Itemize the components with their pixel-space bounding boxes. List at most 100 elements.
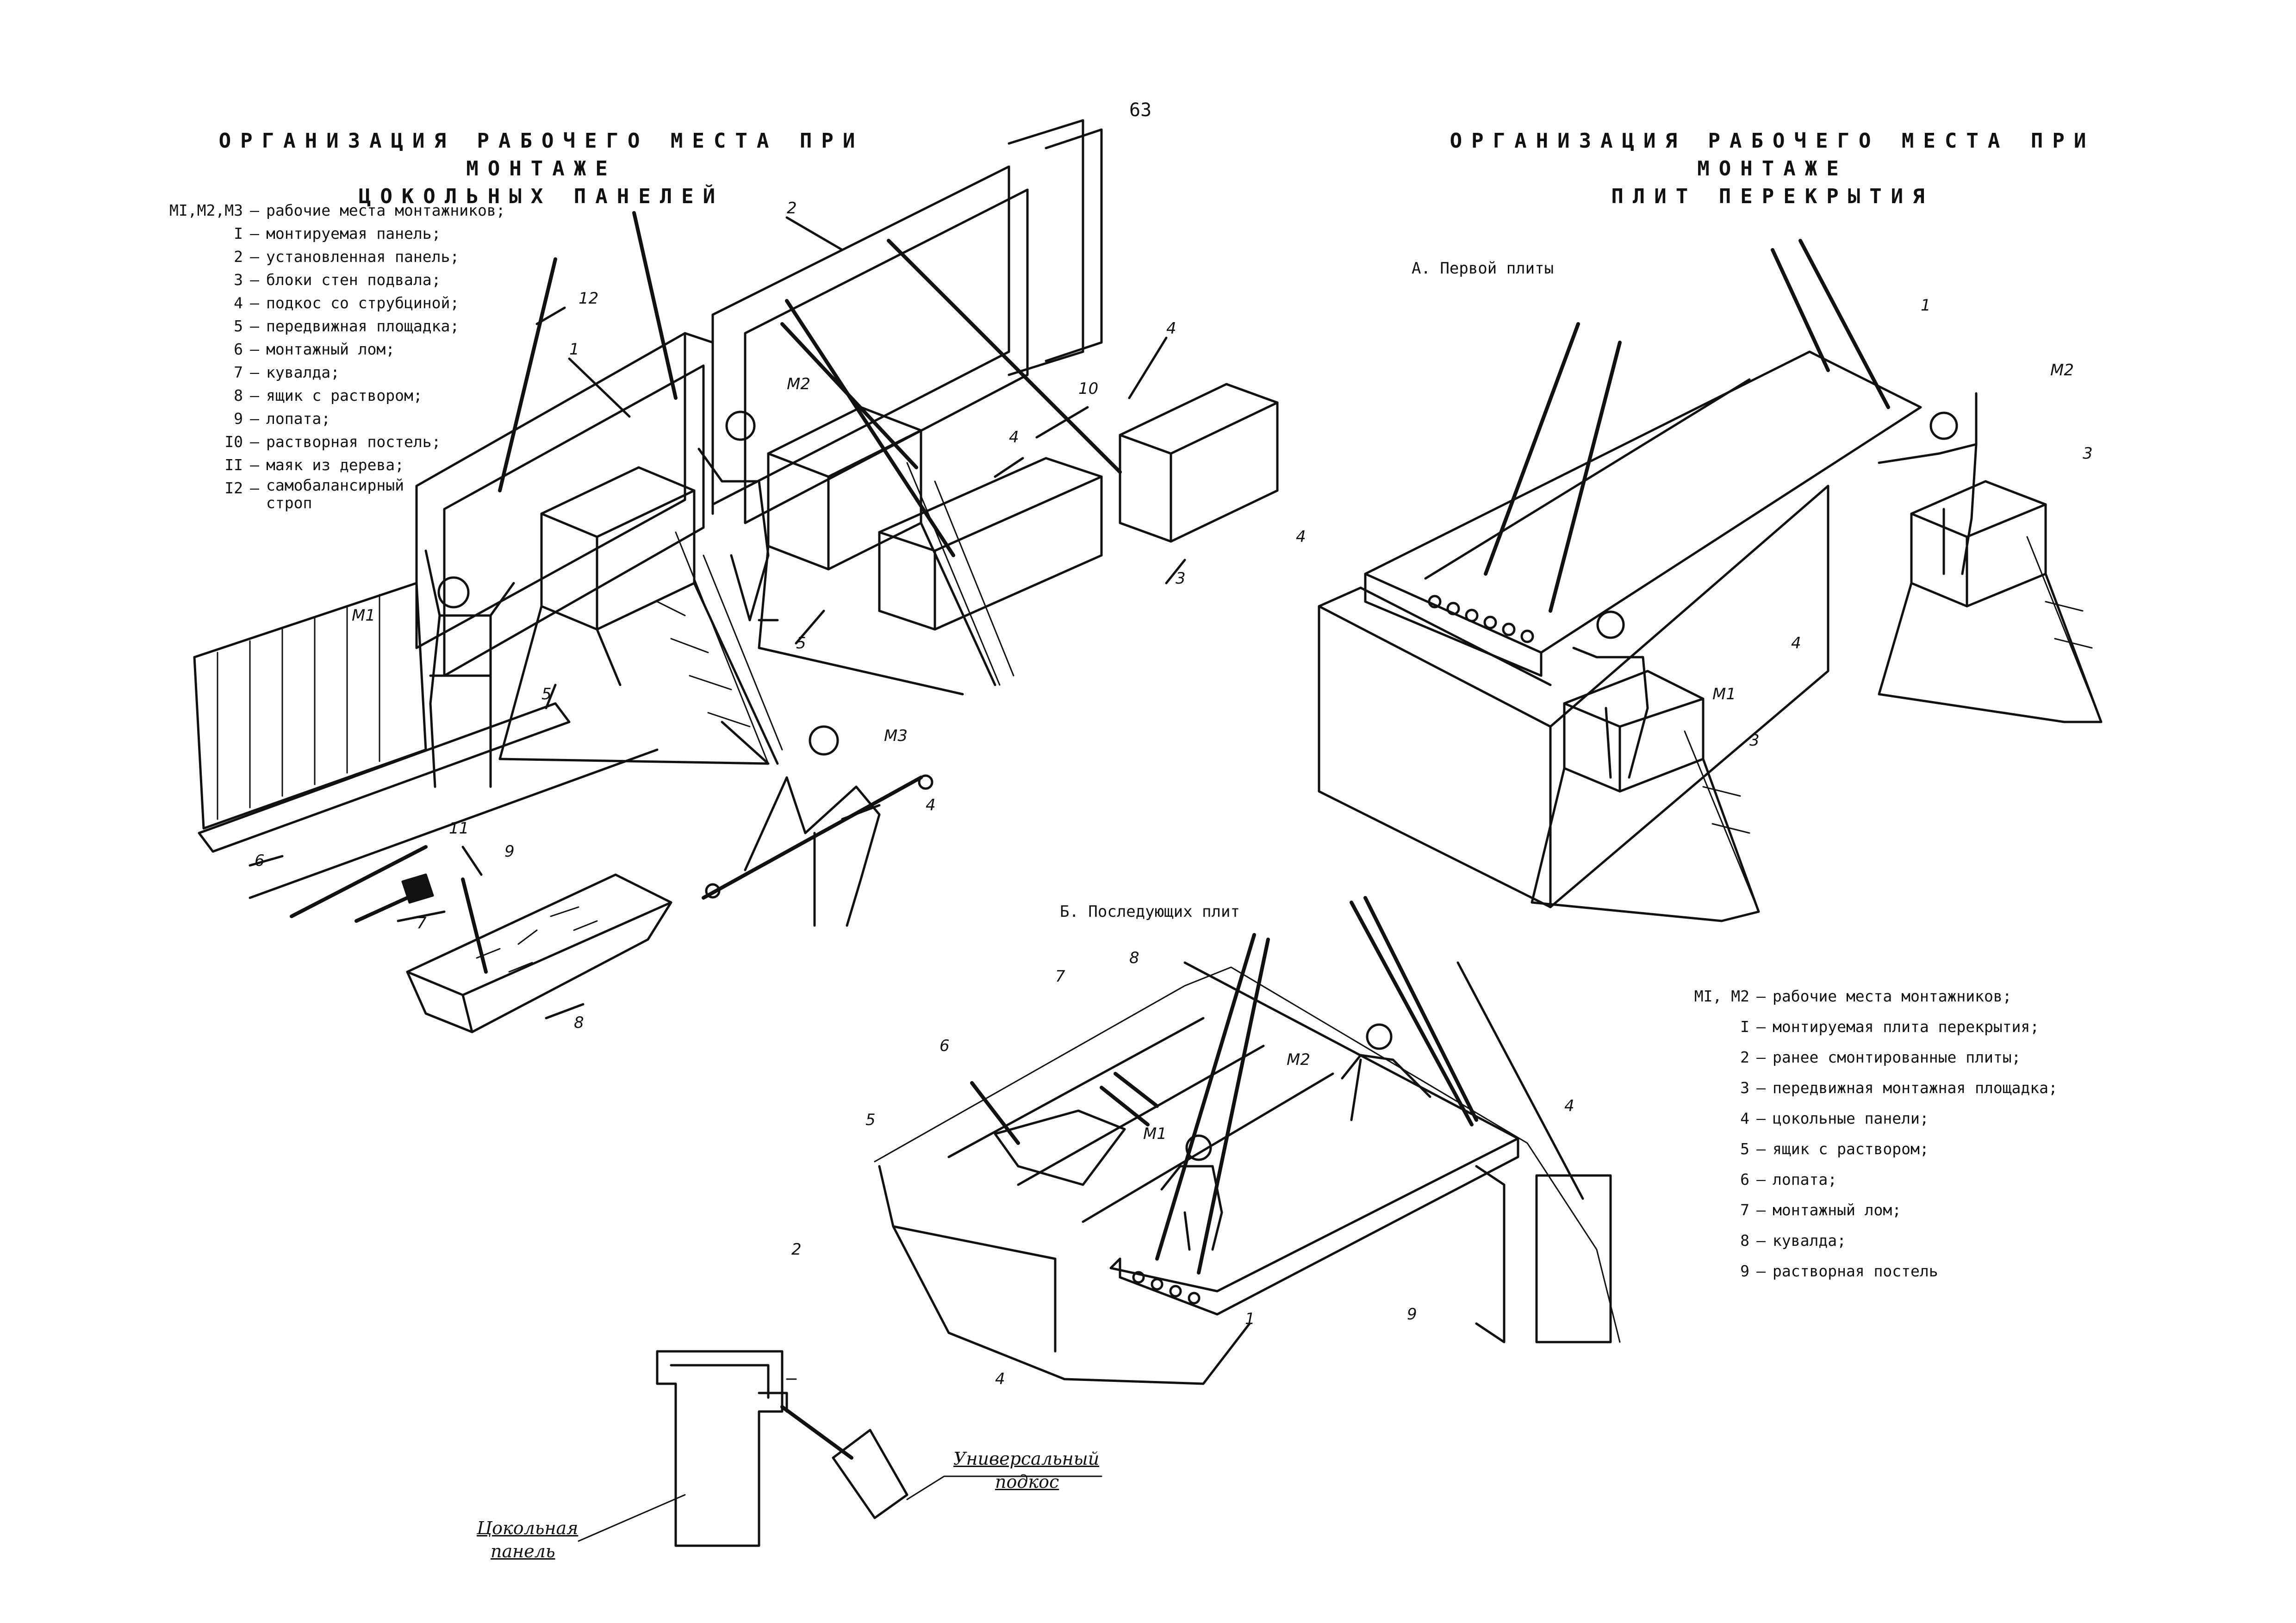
legend-dash: –: [250, 224, 259, 243]
callout-label: 5: [541, 685, 552, 703]
page-number: 63: [1129, 99, 1152, 121]
brace-detail: [578, 1350, 1102, 1547]
legend-row: 3–блоки стен подвала;: [148, 268, 505, 292]
subsequent-slab-scene: [874, 896, 1621, 1385]
legend-dash: –: [250, 317, 259, 335]
legend-dash: –: [1756, 1201, 1766, 1219]
callout-label: 8: [1129, 949, 1139, 967]
legend-text: монтируемая плита перекрытия;: [1773, 1018, 2040, 1036]
legend-text: лопата;: [1773, 1170, 1837, 1188]
legend-text: кувалда;: [266, 363, 340, 381]
legend-code: I: [234, 224, 243, 243]
legend-code: 3: [1740, 1079, 1749, 1097]
legend-code: 5: [234, 317, 243, 335]
legend-text: монтажный лом;: [266, 340, 395, 358]
legend-dash: –: [250, 248, 259, 266]
callout-label: 3: [2083, 444, 2093, 463]
legend-dash: –: [1756, 1079, 1766, 1097]
legend-code: 3: [234, 271, 243, 289]
legend-text: ящик с раствором;: [266, 386, 423, 404]
detail-label-panel-2: панель: [491, 1541, 555, 1561]
legend-text: растворная постель;: [266, 433, 441, 451]
legend-row: МI, М2–рабочие места монтажников;: [1675, 981, 2058, 1012]
callout-label: 2: [791, 1240, 802, 1259]
left-legend: МI,М2,М3–рабочие места монтажников; I–мо…: [148, 199, 505, 512]
callout-label: 1: [569, 340, 579, 359]
legend-dash: –: [250, 201, 259, 219]
detail-label-brace: Универсальный: [953, 1449, 1100, 1469]
workplace-label: M1: [1712, 685, 1736, 703]
legend-dash: –: [250, 410, 259, 428]
workplace-label: M2: [2050, 361, 2074, 379]
legend-text: ящик с раствором;: [1773, 1140, 1929, 1158]
legend-text: лопата;: [266, 410, 331, 428]
callout-label: 3: [1176, 569, 1186, 588]
legend-dash: –: [1756, 1231, 1766, 1250]
workplace-label: M1: [352, 606, 375, 625]
legend-dash: –: [1756, 1140, 1766, 1158]
legend-text: монтируемая панель;: [266, 224, 441, 243]
legend-code: I: [1740, 1018, 1749, 1036]
legend-row: I–монтируемая плита перекрытия;: [1675, 1012, 2058, 1042]
legend-code: МI, М2: [1694, 987, 1749, 1005]
detail-label-panel: Цокольная: [477, 1518, 579, 1538]
legend-dash: –: [1756, 1048, 1766, 1066]
legend-row: 9–лопата;: [148, 407, 505, 430]
legend-row: 8–кувалда;: [1675, 1225, 2058, 1256]
legend-dash: –: [1756, 1018, 1766, 1036]
legend-dash: –: [250, 363, 259, 381]
callout-label: 4: [995, 1370, 1005, 1388]
right-title-line-1: ОРГАНИЗАЦИЯ РАБОЧЕГО МЕСТА ПРИ МОНТАЖЕ: [1450, 129, 2096, 180]
legend-row: I–монтируемая панель;: [148, 222, 505, 245]
workplace-label: M3: [884, 727, 908, 745]
legend-text: ранее смонтированные плиты;: [1773, 1048, 2021, 1066]
legend-dash: –: [250, 479, 259, 497]
legend-row: МI,М2,М3–рабочие места монтажников;: [148, 199, 505, 222]
left-title: ОРГАНИЗАЦИЯ РАБОЧЕГО МЕСТА ПРИ МОНТАЖЕ Ц…: [148, 127, 935, 211]
legend-dash: –: [1756, 1109, 1766, 1127]
leader-lines: [249, 216, 1186, 1020]
legend-row: 9–растворная постель: [1675, 1256, 2058, 1287]
callout-label: 1: [1245, 1310, 1255, 1328]
callout-label: 4: [926, 796, 936, 815]
legend-dash: –: [250, 271, 259, 289]
legend-code: 6: [234, 340, 243, 358]
callout-label: 2: [787, 199, 797, 218]
legend-code: 2: [1740, 1048, 1749, 1066]
legend-row: I2–самобалансирный строп: [148, 477, 407, 512]
legend-text: цокольные панели;: [1773, 1109, 1929, 1127]
workplace-label: M2: [787, 375, 810, 393]
legend-row: I0–растворная постель;: [148, 430, 505, 454]
legend-code: 8: [1740, 1231, 1749, 1250]
detail-label-brace-2: подкос: [995, 1472, 1059, 1492]
callout-label: 4: [1296, 528, 1306, 546]
right-title: ОРГАНИЗАЦИЯ РАБОЧЕГО МЕСТА ПРИ МОНТАЖЕ П…: [1379, 127, 2166, 211]
workplace-label: M1: [1143, 1125, 1167, 1143]
legend-text: монтажный лом;: [1773, 1201, 1902, 1219]
legend-row: 8–ящик с раствором;: [148, 384, 505, 407]
legend-row: 2–установленная панель;: [148, 245, 505, 268]
left-title-line-2: ЦОКОЛЬНЫХ ПАНЕЛЕЙ: [358, 185, 725, 208]
legend-text: блоки стен подвала;: [266, 271, 441, 289]
legend-row: 7–монтажный лом;: [1675, 1195, 2058, 1225]
callout-label: 6: [255, 852, 265, 870]
legend-code: 2: [234, 248, 243, 266]
legend-code: 6: [1740, 1170, 1749, 1188]
legend-row: 3–передвижная монтажная площадка;: [1675, 1073, 2058, 1103]
callout-label: 4: [1564, 1097, 1574, 1115]
legend-code: 8: [234, 386, 243, 404]
callout-label: 5: [865, 1111, 876, 1129]
legend-text: маяк из дерева;: [266, 456, 404, 474]
callout-label: 7: [417, 914, 427, 933]
legend-row: 5–передвижная площадка;: [148, 315, 505, 338]
legend-code: 4: [234, 294, 243, 312]
callout-label: 1: [1921, 296, 1931, 315]
right-title-line-2: ПЛИТ ПЕРЕКРЫТИЯ: [1611, 185, 1934, 208]
callout-label: 9: [504, 842, 515, 861]
legend-text: самобалансирный строп: [266, 476, 404, 512]
callout-label: 4: [1791, 634, 1801, 653]
legend-dash: –: [250, 340, 259, 358]
legend-code: 9: [234, 410, 243, 428]
callout-label: 3: [1749, 731, 1760, 750]
